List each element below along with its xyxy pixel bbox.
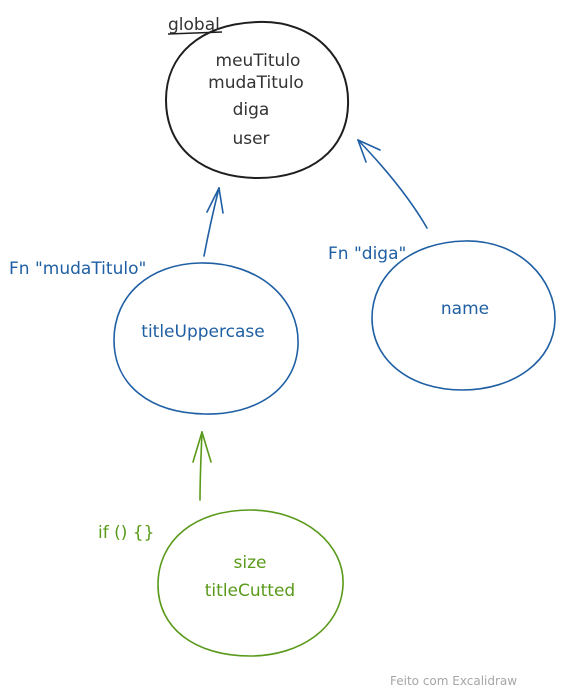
if-item-size: size (234, 553, 267, 573)
arrow-if-to-mudatitulo (192, 431, 212, 501)
mudatitulo-item-titleuppercase: titleUppercase (141, 322, 264, 342)
mudatitulo-scope: Fn "mudaTitulo" titleUppercase (9, 259, 299, 415)
global-scope: global meuTitulo mudaTitulo diga user (164, 15, 350, 180)
if-scope-circle (157, 509, 344, 657)
diga-item-name: name (441, 299, 489, 319)
mudatitulo-scope-label: Fn "mudaTitulo" (9, 259, 146, 279)
mudatitulo-scope-circle (113, 262, 299, 415)
global-item-meutitulo: meuTitulo (216, 51, 301, 71)
global-item-diga: diga (233, 100, 270, 120)
if-scope-label: if () {} (98, 523, 154, 543)
if-scope: if () {} size titleCutted (98, 509, 344, 657)
footer-text: Feito com Excalidraw (390, 674, 517, 688)
arrow-diga-to-global (357, 139, 428, 229)
global-item-mudatitulo: mudaTitulo (208, 73, 304, 93)
global-item-user: user (232, 129, 269, 149)
global-scope-label: global (168, 15, 220, 35)
diga-scope: Fn "diga" name (328, 240, 556, 391)
global-label-underline (167, 31, 223, 35)
diga-scope-circle (371, 240, 556, 391)
global-scope-circle (164, 20, 350, 180)
arrow-mudatitulo-to-global (203, 187, 224, 257)
if-item-titlecutted: titleCutted (205, 581, 295, 601)
diga-scope-label: Fn "diga" (328, 244, 406, 264)
